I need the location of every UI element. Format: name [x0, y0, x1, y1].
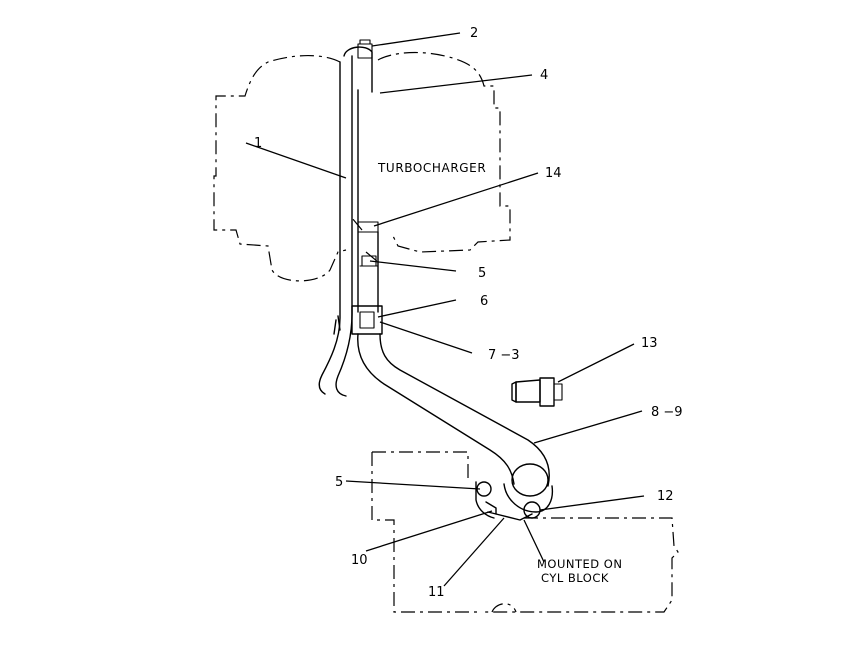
- top-fitting: [357, 39, 373, 59]
- callout-5-lower: 5: [335, 475, 343, 490]
- lower-fittings: [475, 481, 541, 521]
- cylinder-block-outline: [371, 451, 679, 613]
- fitting-13: [511, 377, 563, 407]
- callout-10: 10: [351, 553, 368, 568]
- callout-12: 12: [657, 489, 674, 504]
- callout-2: 2: [470, 26, 478, 41]
- fitting-5-upper: [359, 255, 379, 267]
- callout-14: 14: [545, 166, 562, 181]
- callout-8-9: 8 −9: [651, 405, 683, 420]
- callout-13: 13: [641, 336, 658, 351]
- callout-6: 6: [480, 294, 488, 309]
- mount-note-line2: CYL BLOCK: [541, 571, 609, 585]
- mount-note-line1: MOUNTED ON: [537, 557, 622, 571]
- callout-11: 11: [428, 585, 445, 600]
- callout-4: 4: [540, 68, 548, 83]
- clamp-assembly: [333, 305, 383, 335]
- leader-lines: [245, 32, 645, 587]
- callout-7-3: 7 −3: [488, 348, 520, 363]
- callout-5-upper: 5: [478, 266, 486, 281]
- turbocharger-label: TURBOCHARGER: [377, 161, 486, 175]
- turbocharger-outline: [213, 51, 511, 282]
- drain-line-upper: [357, 89, 379, 313]
- callout-1: 1: [254, 136, 262, 151]
- drain-hose: [357, 333, 554, 513]
